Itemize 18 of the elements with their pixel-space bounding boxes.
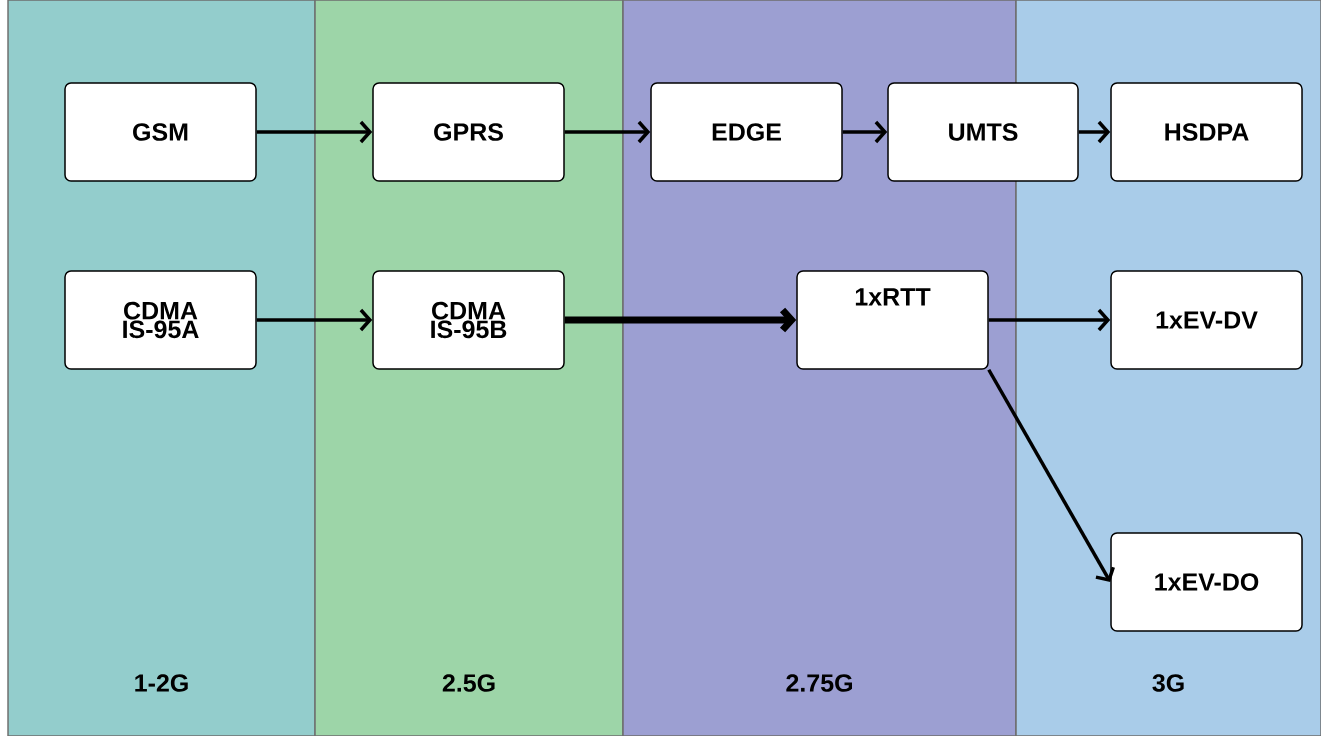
process-box: 1xRTT (796, 270, 989, 370)
process-box: EDGE (650, 82, 843, 182)
arrow (256, 308, 373, 332)
process-box: HSDPA (1110, 82, 1303, 182)
process-box: GSM (64, 82, 257, 182)
arrow (1078, 120, 1111, 144)
arrow (988, 308, 1111, 332)
process-box: UMTS (887, 82, 1079, 182)
arrow (256, 120, 373, 144)
arrow (564, 307, 797, 333)
arrow (987, 368, 1115, 582)
arrow (842, 120, 888, 144)
process-box: CDMA IS-95B (372, 270, 565, 370)
arrow (564, 120, 651, 144)
process-box: GPRS (372, 82, 565, 182)
process-box: 1xEV-DO (1110, 532, 1303, 632)
process-box: 1xEV-DV (1110, 270, 1303, 370)
process-box: CDMA IS-95A (64, 270, 257, 370)
